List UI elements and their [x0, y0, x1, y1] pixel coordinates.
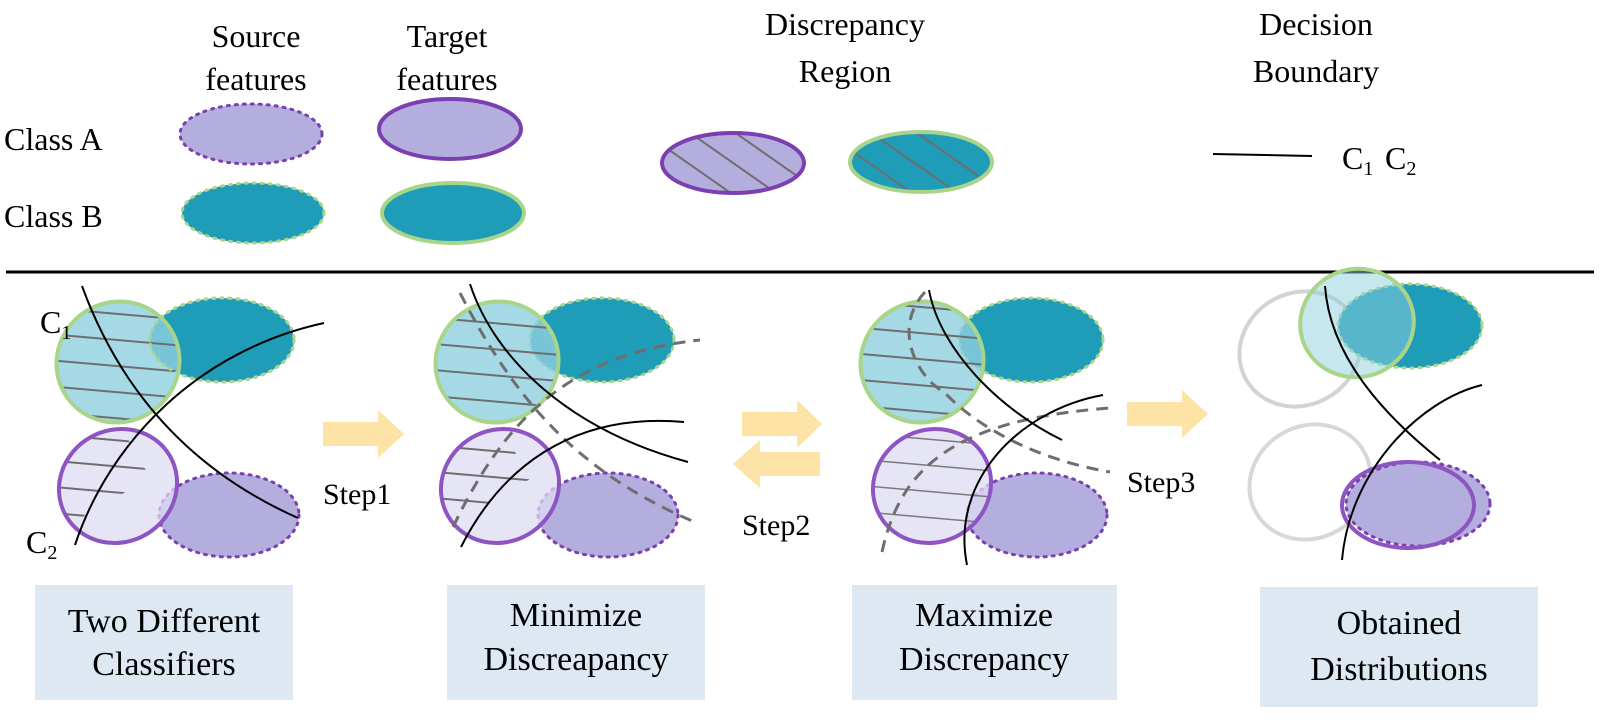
step2-label: Step2 [742, 509, 810, 542]
caption-obtained-line2: Distributions [1310, 651, 1488, 688]
legend-boundary-line [1212, 153, 1313, 157]
target-class-a-ellipse [870, 426, 994, 546]
step1-arrow [323, 410, 404, 458]
target-class-a-ellipse [56, 426, 180, 546]
legend-discrepancy-line1: Discrepancy [765, 6, 925, 42]
legend-discrepancy-line2: Region [799, 53, 891, 89]
legend-source-line2: features [205, 61, 306, 97]
step1-label: Step1 [323, 478, 391, 511]
source-class-b-ellipse [957, 296, 1105, 384]
source-class-a-ellipse [1344, 460, 1492, 548]
legend-discrepancy-class-b [848, 130, 994, 194]
boundary-c1 [1324, 285, 1441, 461]
caption-obtained: Obtained Distributions [1260, 587, 1538, 707]
target-class-a-ellipse [1340, 460, 1476, 550]
boundary-c1-label: C1 [40, 304, 71, 344]
caption-two-classifiers-line2: Classifiers [92, 646, 236, 683]
legend-source-class-a [178, 102, 324, 166]
source-class-a-ellipse [157, 471, 301, 559]
boundary-c2 [74, 322, 325, 546]
caption-maximize-line2: Discrepancy [899, 641, 1069, 678]
panel-obtained [1237, 266, 1492, 561]
step2-forward-arrow [742, 400, 822, 448]
legend-target-class-a [377, 97, 523, 161]
legend-class-a-label: Class A [4, 121, 103, 157]
legend-source-class-b [180, 181, 326, 245]
legend-boundary-line1: Decision [1259, 6, 1373, 42]
panel-maximize [858, 289, 1111, 566]
caption-two-classifiers: Two Different Classifiers [35, 585, 293, 700]
target-class-a-ellipse [438, 426, 562, 546]
legend-target-class-b [380, 181, 526, 245]
panel-two-classifiers: C1 C2 [26, 285, 325, 564]
source-class-b-ellipse [528, 296, 676, 384]
boundary-c1-previous [458, 292, 698, 525]
boundary-c1 [928, 289, 1063, 441]
boundary-c1 [81, 285, 299, 519]
boundary-c2 [1341, 384, 1483, 561]
boundary-c1-previous [907, 290, 1111, 474]
target-class-b-ellipse [858, 299, 986, 425]
caption-maximize: Maximize Discrepancy [852, 585, 1117, 700]
caption-two-classifiers-line1: Two Different [68, 603, 261, 640]
legend-c1: C1 [1342, 140, 1373, 180]
ghost-class-a-ellipse [1247, 422, 1373, 542]
legend-class-b-label: Class B [4, 198, 103, 234]
caption-obtained-line1: Obtained [1337, 605, 1462, 642]
boundary-c2-label: C2 [26, 524, 57, 564]
caption-minimize-line1: Minimize [510, 597, 642, 634]
target-class-b-ellipse [433, 299, 561, 425]
legend-c2: C2 [1385, 140, 1416, 180]
target-class-b-ellipse [1298, 266, 1416, 380]
step2-backward-arrow [733, 440, 820, 488]
boundary-c2 [963, 394, 1104, 566]
step2-arrows [733, 400, 822, 488]
boundary-c2 [460, 419, 685, 548]
panel-minimize [433, 283, 701, 559]
legend-source-line1: Source [212, 18, 301, 54]
legend: Source features Target features Discrepa… [4, 6, 1416, 245]
caption-minimize-line2: Discreapancy [483, 641, 668, 678]
boundary-c2-previous [880, 406, 1111, 553]
boundary-c1 [469, 283, 689, 463]
legend-discrepancy-class-a [660, 131, 806, 195]
caption-maximize-line1: Maximize [915, 597, 1053, 634]
legend-target-line1: Target [407, 18, 488, 54]
boundary-c2-previous [451, 338, 701, 528]
step3-label: Step3 [1127, 466, 1195, 499]
legend-boundary-line2: Boundary [1253, 53, 1379, 89]
step3-arrow [1127, 390, 1208, 438]
legend-target-line2: features [396, 61, 497, 97]
caption-minimize: Minimize Discreapancy [447, 585, 705, 700]
